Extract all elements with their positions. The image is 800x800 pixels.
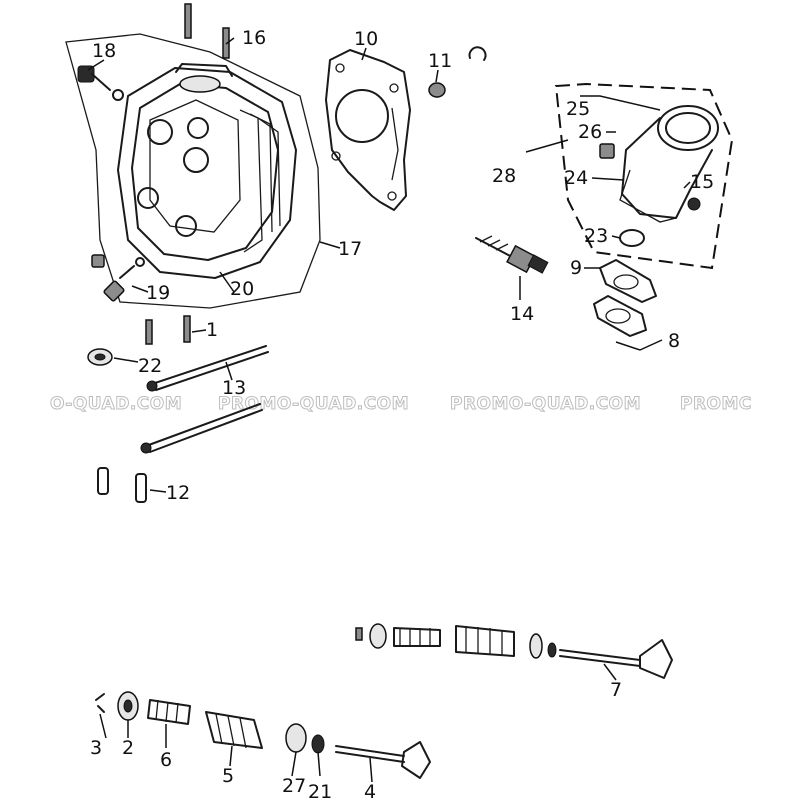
- callout-labels: 1 2 3 4 5 6 7 8 9 10 11 12 13 14 15 16 1…: [90, 27, 714, 800]
- head-group-outline: [65, 33, 321, 309]
- callout-7: 7: [610, 679, 622, 701]
- callout-8: 8: [668, 330, 680, 352]
- callout-20: 20: [230, 278, 254, 300]
- gasket-9: [599, 259, 657, 303]
- watermark-right: PROMO-QUAD.COM: [450, 394, 641, 414]
- callout-19: 19: [146, 282, 170, 304]
- callout-26: 26: [578, 121, 602, 143]
- gasket-8: [593, 295, 647, 337]
- small-plug: [91, 254, 105, 268]
- nut-26: [599, 143, 615, 159]
- nut-15: [687, 197, 701, 211]
- long-bolts-13: [140, 345, 269, 454]
- callout-3: 3: [90, 737, 102, 759]
- plug-19: [103, 257, 145, 302]
- callout-22: 22: [138, 355, 162, 377]
- callout-18: 18: [92, 40, 116, 62]
- intake-group-outline: [554, 82, 734, 270]
- valve-train-lower: [95, 691, 431, 779]
- intake-manifold-24: [619, 105, 719, 223]
- callout-2: 2: [122, 737, 134, 759]
- callout-4: 4: [364, 781, 376, 800]
- callout-11: 11: [428, 50, 452, 72]
- leader-lines: [87, 37, 691, 783]
- callout-23: 23: [584, 225, 608, 247]
- temp-sensor-18: [77, 65, 124, 101]
- callout-16: 16: [242, 27, 266, 49]
- watermark-edge: PROMC: [680, 394, 752, 414]
- valve-train-upper: [355, 623, 673, 679]
- callout-9: 9: [570, 257, 582, 279]
- seal-22: [87, 348, 113, 366]
- callout-24: 24: [564, 167, 588, 189]
- callout-21: 21: [308, 781, 332, 800]
- callout-5: 5: [222, 765, 234, 787]
- callout-28: 28: [492, 165, 516, 187]
- callout-1: 1: [206, 319, 218, 341]
- callout-6: 6: [160, 749, 172, 771]
- callout-27: 27: [282, 775, 306, 797]
- callout-10: 10: [354, 28, 378, 50]
- watermark-left: O-QUAD.COM: [50, 394, 182, 414]
- cylinder-head: [117, 63, 297, 279]
- stud-bolt-16: [184, 3, 230, 59]
- cap-11: [428, 46, 487, 98]
- callout-13: 13: [222, 377, 246, 399]
- callout-17: 17: [338, 238, 362, 260]
- o-ring-23: [619, 229, 645, 247]
- callout-25: 25: [566, 98, 590, 120]
- watermark-mid: PROMO-QUAD.COM: [218, 394, 409, 414]
- callout-15: 15: [690, 171, 714, 193]
- spark-plug-14: [475, 235, 549, 274]
- dowels-12: [97, 467, 147, 503]
- dowel-pin-1: [145, 315, 191, 345]
- head-gasket-10: [325, 49, 411, 211]
- watermark-row: O-QUAD.COM PROMO-QUAD.COM PROMO-QUAD.COM…: [50, 394, 752, 415]
- callout-12: 12: [166, 482, 190, 504]
- callout-14: 14: [510, 303, 534, 325]
